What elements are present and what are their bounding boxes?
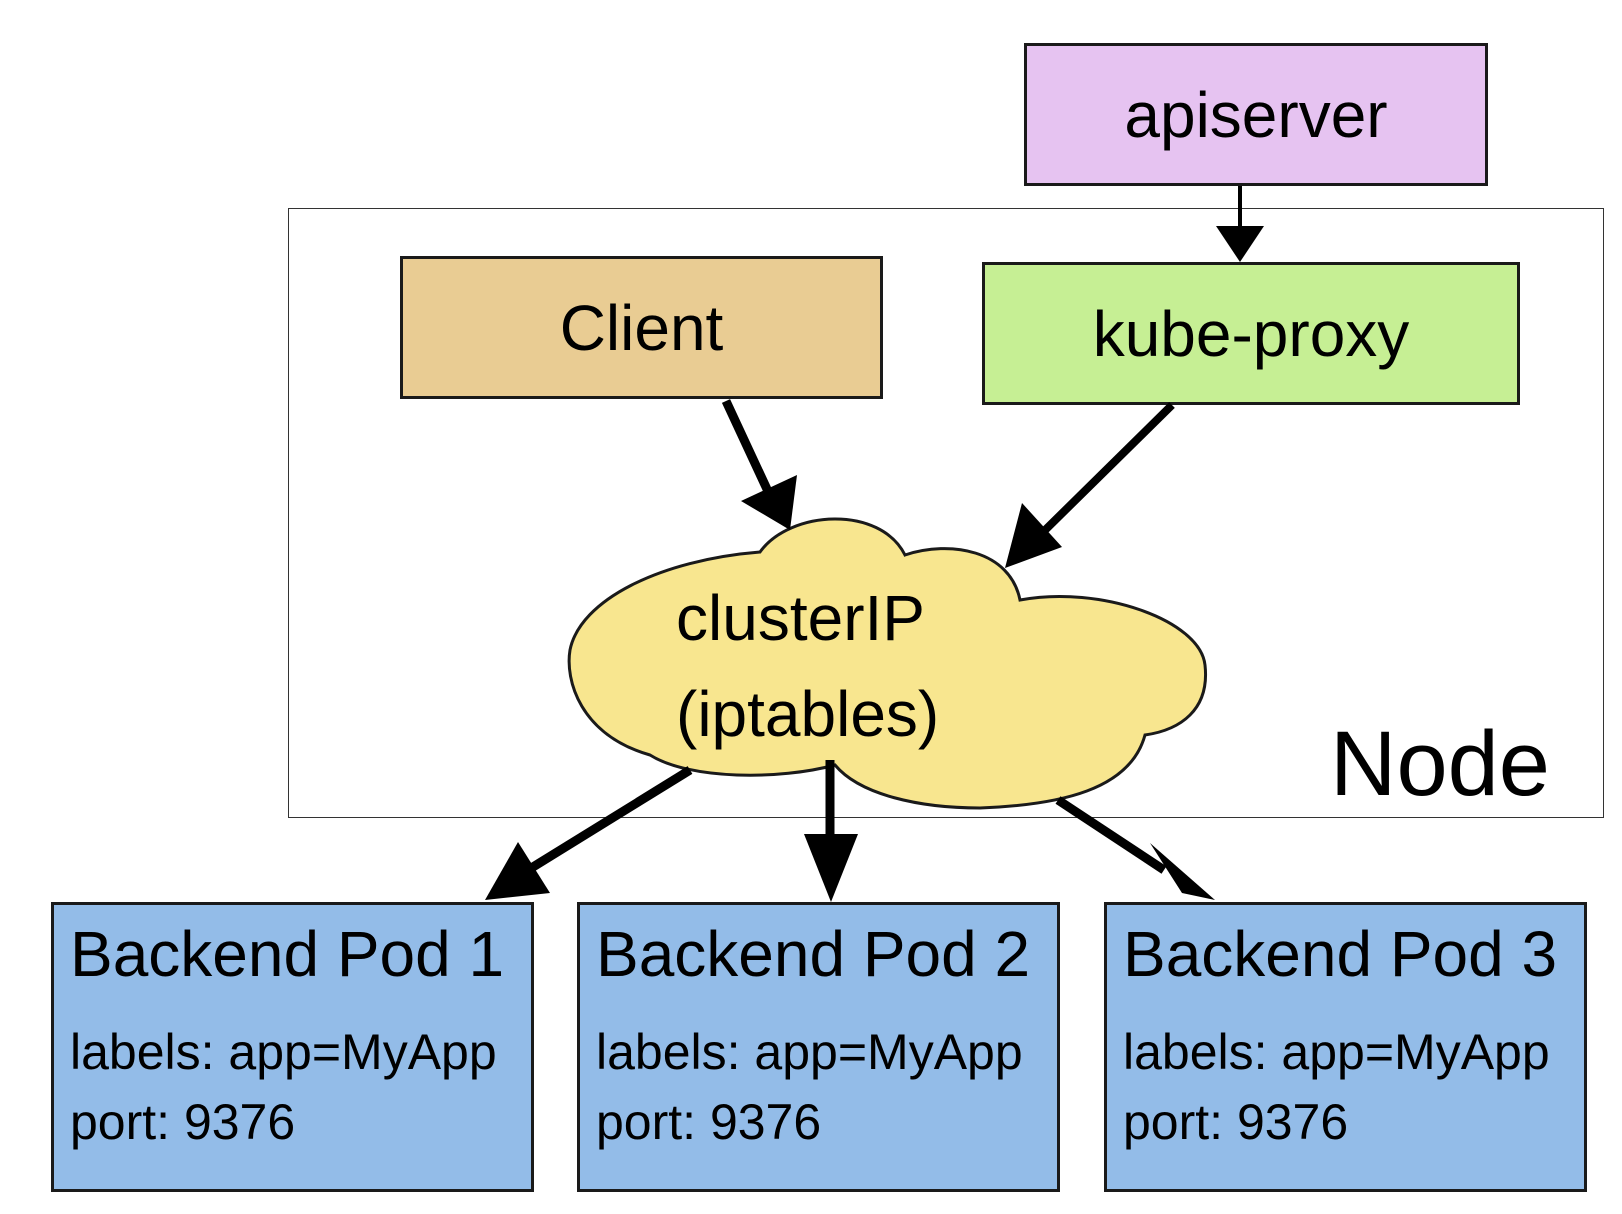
cluster-ip-label: clusterIP (iptables) [676,570,976,762]
pod-labels: labels: app=MyApp [70,1024,497,1080]
arrowhead-cluster-ip-pod-2 [804,834,858,902]
backend-pod-2: Backend Pod 2 labels: app=MyApp port: 93… [577,902,1060,1192]
node-frame [288,208,1604,818]
node-frame-label: Node [1330,713,1550,815]
pod-title: Backend Pod 3 [1123,918,1558,990]
arrowhead-client-cluster-ip [741,475,797,530]
arrowhead-apiserver-kube-proxy [1216,226,1264,262]
pod-port: port: 9376 [70,1094,296,1150]
kube-proxy-label: kube-proxy [1092,297,1410,370]
pod-port: port: 9376 [1123,1094,1349,1150]
arrowhead-cluster-ip-pod-3 [1150,843,1215,900]
pod-port: port: 9376 [596,1094,822,1150]
pod-title: Backend Pod 2 [596,918,1031,990]
arrowhead-cluster-ip-pod-1 [485,842,550,900]
kube-proxy-box: kube-proxy [982,262,1520,405]
client-label: Client [559,291,724,364]
client-box: Client [400,256,883,399]
edge-kube-proxy-cluster-ip [1032,402,1175,543]
edge-cluster-ip-pod-3 [1055,796,1167,874]
cluster-ip-cloud [567,517,1208,810]
arrowhead-kube-proxy-cluster-ip [1005,503,1062,568]
pod-title: Backend Pod 1 [70,918,505,990]
apiserver-box: apiserver [1024,43,1488,186]
pod-labels: labels: app=MyApp [1123,1024,1550,1080]
backend-pod-1: Backend Pod 1 labels: app=MyApp port: 93… [51,902,534,1192]
cluster-ip-line2: (iptables) [676,678,940,750]
edge-client-cluster-ip [721,399,777,502]
cluster-ip-line1: clusterIP [676,582,925,654]
pod-labels: labels: app=MyApp [596,1024,1023,1080]
apiserver-label: apiserver [1124,78,1388,151]
edge-cluster-ip-pod-1 [517,766,693,879]
backend-pod-3: Backend Pod 3 labels: app=MyApp port: 93… [1104,902,1587,1192]
